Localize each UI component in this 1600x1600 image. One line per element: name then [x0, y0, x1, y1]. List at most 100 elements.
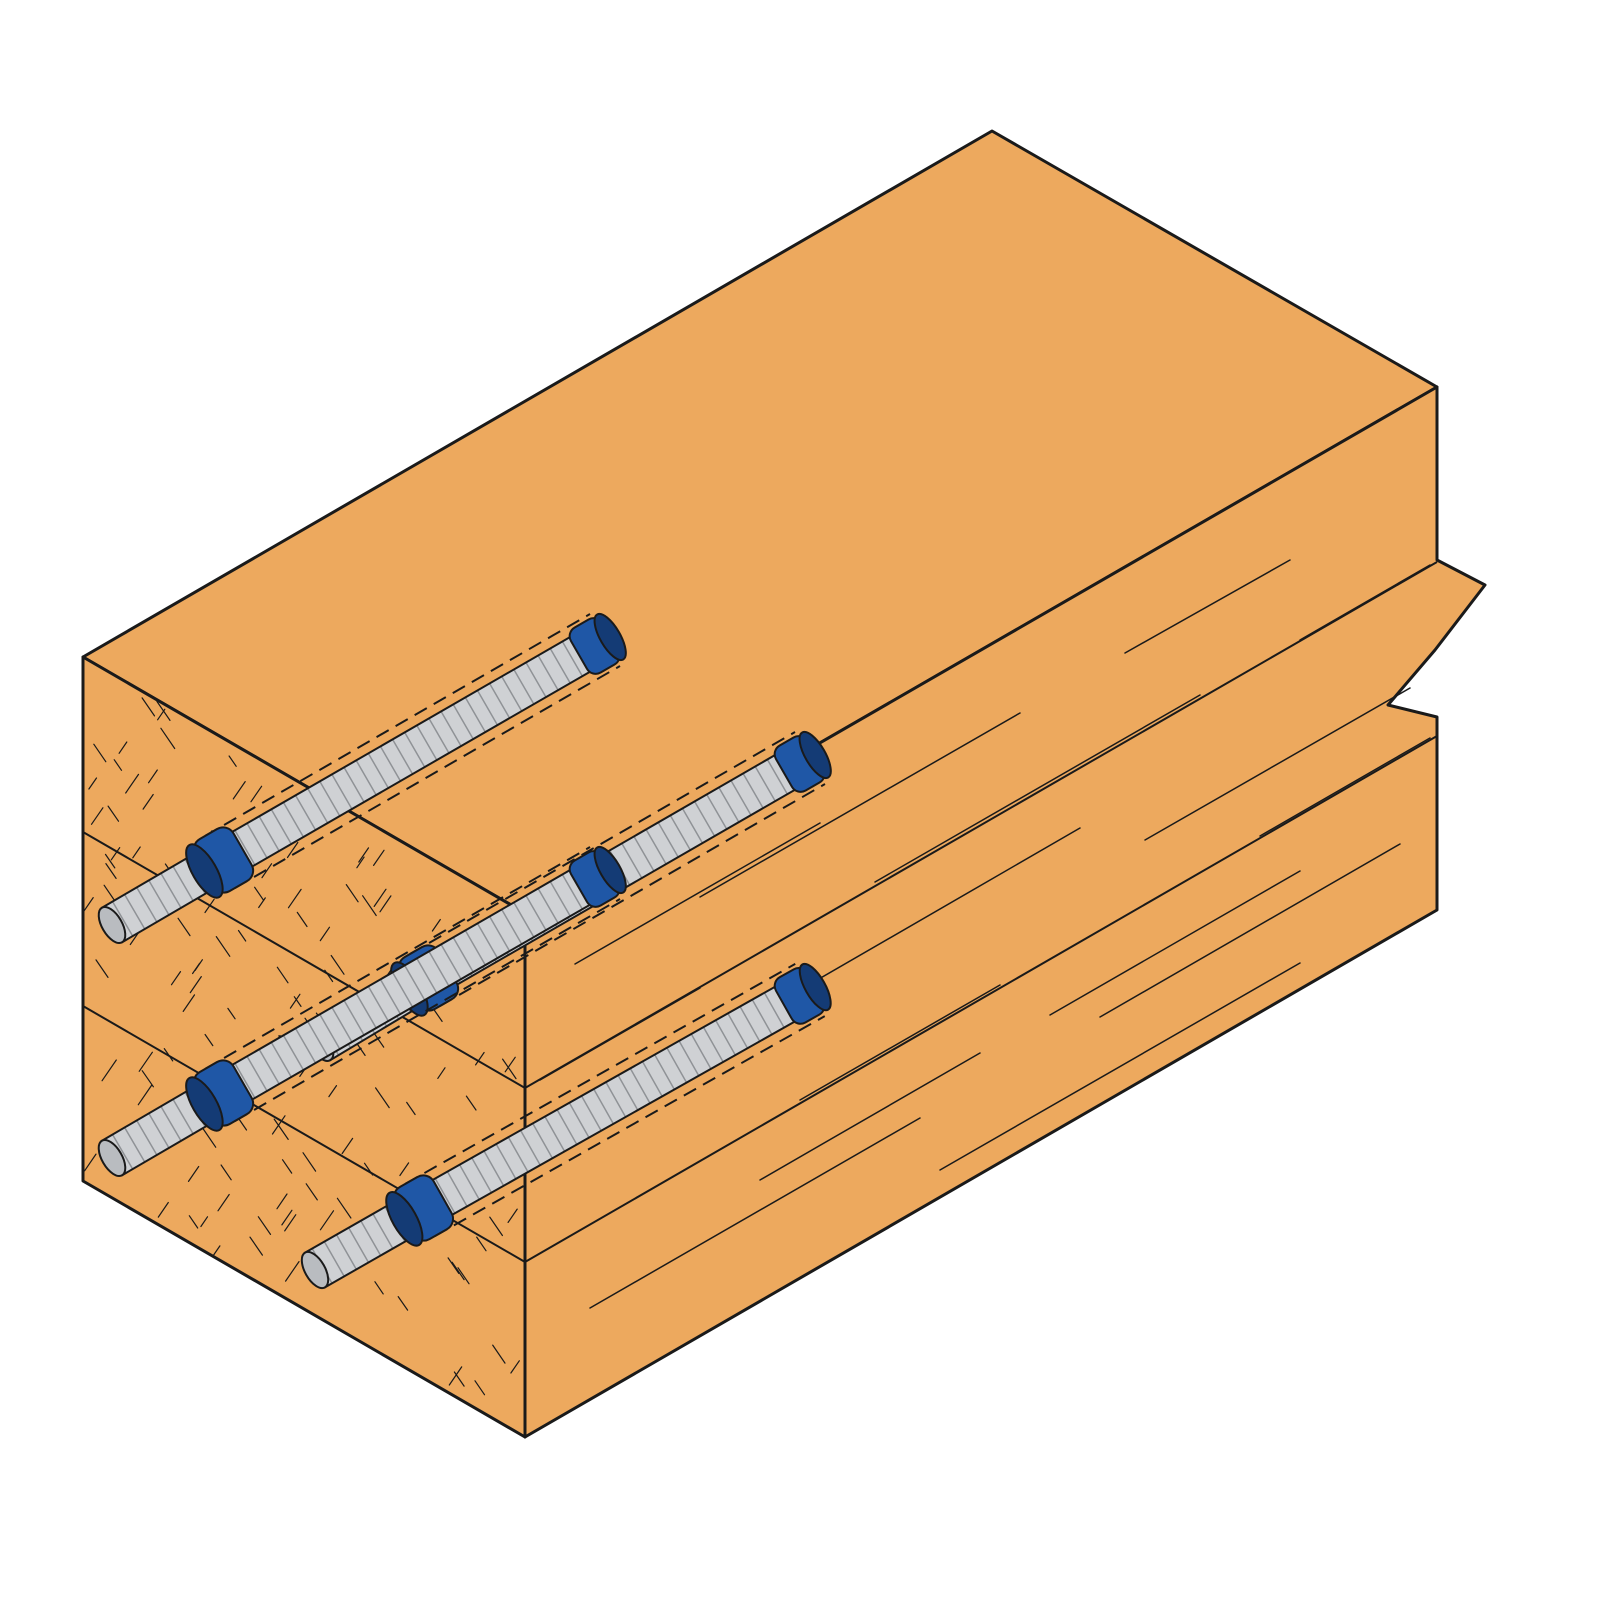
- end-grain-stroke: [358, 847, 370, 863]
- end-grain-stroke: [399, 1162, 410, 1177]
- end-grain-stroke: [271, 1115, 286, 1135]
- end-grain-stroke: [406, 1101, 416, 1116]
- end-grain-stroke: [156, 700, 171, 722]
- end-grain-stroke: [258, 897, 266, 909]
- end-grain-stroke: [286, 841, 299, 859]
- end-grain-stroke: [148, 769, 158, 784]
- end-grain-stroke: [189, 975, 202, 994]
- end-grain-stroke: [232, 780, 246, 800]
- end-grain-stroke: [345, 883, 359, 903]
- end-grain-stroke: [492, 1344, 506, 1364]
- end-grain-stroke: [125, 773, 140, 794]
- end-grain-stroke: [281, 1209, 293, 1226]
- coupler-face: [185, 843, 224, 899]
- end-grain-stroke: [113, 759, 123, 771]
- end-grain-stroke: [305, 1183, 318, 1201]
- end-grain-stroke: [142, 793, 154, 810]
- coupler-sleeve-icon: [185, 1059, 255, 1132]
- end-grain-stroke: [330, 954, 345, 975]
- end-grain-stroke: [507, 1208, 518, 1224]
- end-grain-stroke: [163, 1047, 174, 1062]
- bore-hole-outline: [234, 898, 621, 1122]
- end-grain-stroke: [93, 743, 107, 763]
- end-grain-stroke: [90, 807, 104, 825]
- end-grain-stroke: [101, 1059, 117, 1082]
- bore-hole-outline: [234, 665, 621, 889]
- coupler-end-cap: [798, 730, 832, 780]
- end-grain-stroke: [261, 863, 273, 879]
- side-lamination-lines: [524, 561, 1438, 1263]
- rod-stub-end: [97, 1139, 127, 1177]
- end-grain-stroke: [397, 1295, 409, 1311]
- coupler-face: [185, 1076, 224, 1132]
- rod-lower-right: [300, 962, 832, 1290]
- end-grain-stroke: [476, 1236, 487, 1252]
- end-grain-stroke: [296, 911, 308, 928]
- end-grain-stroke: [276, 1193, 288, 1210]
- end-grain-stroke: [447, 1257, 460, 1275]
- end-grain-stroke: [141, 1070, 154, 1088]
- end-grain-stroke: [319, 1210, 335, 1231]
- end-grain-stroke: [104, 853, 116, 869]
- end-grain-stroke: [504, 1056, 516, 1073]
- end-grain-stroke: [182, 994, 196, 1013]
- end-grain-stroke: [273, 1118, 289, 1141]
- end-grain-stroke: [510, 1360, 520, 1374]
- end-grain-stroke: [356, 856, 365, 869]
- end-grain-stroke: [475, 1051, 485, 1066]
- end-grain-stroke: [284, 1214, 297, 1232]
- end-grain-stroke: [201, 1127, 217, 1148]
- end-grain-stroke: [324, 969, 334, 983]
- end-grain-stroke: [431, 918, 441, 932]
- end-grain-stroke: [373, 849, 385, 867]
- end-grain-stroke: [237, 929, 247, 942]
- end-grain-stroke: [107, 805, 120, 822]
- end-grain-stroke: [188, 1215, 199, 1229]
- end-grain-stroke: [257, 1216, 272, 1236]
- coupler-end-cap: [593, 845, 627, 895]
- end-grain-stroke: [82, 896, 94, 913]
- end-grain-stroke: [170, 970, 182, 986]
- end-grain-stroke: [373, 888, 387, 908]
- rod-stub-end: [300, 1250, 330, 1290]
- end-grain-stroke: [362, 895, 377, 917]
- end-grain-stroke: [200, 1216, 209, 1228]
- end-grain-stroke: [187, 1165, 200, 1183]
- end-grain-stroke: [336, 1197, 352, 1219]
- coupler-end-cap: [593, 612, 627, 662]
- end-grain-stroke: [379, 895, 392, 913]
- end-grain-stroke: [118, 741, 128, 754]
- end-grain-stroke: [138, 1051, 153, 1072]
- end-grain-stroke: [375, 1087, 390, 1109]
- end-grain-stroke: [215, 935, 231, 957]
- end-grain-stroke: [465, 1095, 477, 1111]
- coupler-sleeve-icon: [185, 826, 255, 899]
- rod-upper-left: [97, 612, 627, 944]
- end-grain-stroke: [249, 1236, 263, 1256]
- rods-group: [97, 612, 832, 1290]
- end-grain-stroke: [105, 862, 117, 880]
- end-grain-stroke: [212, 1245, 221, 1257]
- end-grain-stroke: [457, 1267, 470, 1285]
- end-grain-stroke: [137, 1084, 153, 1106]
- end-grain-stroke: [328, 1084, 338, 1098]
- end-grain-stroke: [220, 1164, 232, 1181]
- coupler-sleeve-icon: [385, 1174, 455, 1247]
- end-grain-stroke: [502, 1058, 517, 1080]
- end-grain-stroke: [341, 1137, 354, 1155]
- end-grain-stroke: [132, 846, 141, 859]
- end-grain-stroke: [489, 1216, 503, 1237]
- end-grain-stroke: [192, 962, 201, 975]
- end-grain-stroke: [141, 697, 156, 717]
- bore-hole-outline: [409, 731, 796, 955]
- end-grain-stroke: [204, 1033, 214, 1047]
- end-grain-stroke: [437, 1067, 446, 1080]
- end-grain-stroke: [228, 755, 237, 767]
- bore-hole-outline: [434, 1015, 826, 1238]
- end-grain-stroke: [287, 888, 302, 909]
- end-grain-stroke: [227, 1007, 236, 1020]
- end-grain-stroke: [289, 993, 301, 1009]
- beam-side-face: [523, 385, 1487, 1439]
- end-grain-stroke: [276, 966, 289, 984]
